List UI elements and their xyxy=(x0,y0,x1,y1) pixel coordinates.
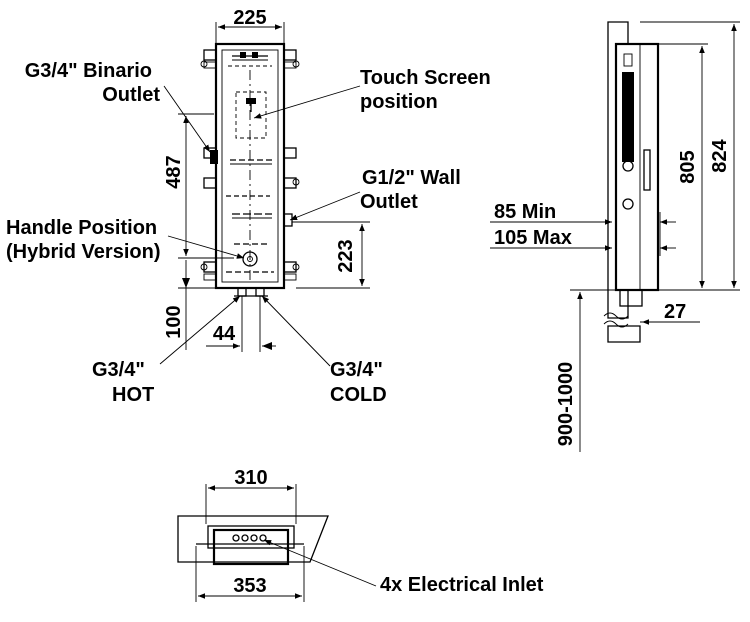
touch-screen-line2: position xyxy=(360,91,438,113)
depth-max-label: 105 Max xyxy=(494,227,572,249)
bottom-inlets xyxy=(234,287,268,297)
dim-width-label: 225 xyxy=(233,7,266,29)
touch-screen-area xyxy=(235,91,267,139)
wall-section-lower xyxy=(607,325,641,343)
dim-44: 44 xyxy=(206,296,276,352)
top-view: 310 353 4x Electrical Inlet xyxy=(177,467,544,602)
top-recess xyxy=(207,525,295,549)
dim-310-label: 310 xyxy=(234,467,267,489)
hot-inlet-line2: HOT xyxy=(112,384,154,406)
dim-27-label: 27 xyxy=(664,301,686,323)
dim-100: 100 xyxy=(163,260,216,350)
dim-223-label: 223 xyxy=(335,239,357,272)
dim-824-label: 824 xyxy=(709,138,731,172)
top-box xyxy=(212,528,290,566)
cold-inlet-line2: COLD xyxy=(330,384,387,406)
side-screen xyxy=(622,72,634,162)
dim-100-label: 100 xyxy=(163,305,185,338)
dim-44-label: 44 xyxy=(213,323,236,345)
callout-leaders xyxy=(159,85,361,367)
dim-225: 225 xyxy=(215,7,285,44)
top-wall-section xyxy=(177,515,329,563)
handle-position-line2: (Hybrid Version) xyxy=(6,241,160,263)
wall-outlet-line2: Outlet xyxy=(360,191,418,213)
internal-piping xyxy=(210,52,293,280)
mounting-brackets xyxy=(200,49,300,281)
wall-outlet-line1: G1/2" Wall xyxy=(362,167,461,189)
front-view: 225 487 100 223 xyxy=(6,7,491,406)
handle-position-icon xyxy=(242,251,258,267)
dim-805-label: 805 xyxy=(677,150,699,183)
electrical-inlet-label: 4x Electrical Inlet xyxy=(380,574,544,596)
front-panel-inner xyxy=(221,49,279,283)
side-view: 805 824 85 Min 105 Max 27 900-1000 xyxy=(490,21,740,452)
handle-position-line1: Handle Position xyxy=(6,217,157,239)
dim-487-label: 487 xyxy=(163,155,185,188)
front-panel-outline xyxy=(214,42,286,290)
cold-inlet-line1: G3/4" xyxy=(330,359,383,381)
dim-223: 223 xyxy=(292,221,370,289)
depth-min-label: 85 Min xyxy=(494,201,556,223)
electrical-inlets xyxy=(232,534,267,542)
touch-screen-line1: Touch Screen xyxy=(360,67,491,89)
binario-outlet-line1: G3/4" Binario xyxy=(25,60,152,82)
binario-outlet-line2: Outlet xyxy=(102,84,160,106)
dim-353-label: 353 xyxy=(233,575,266,597)
hot-inlet-line1: G3/4" xyxy=(92,359,145,381)
floor-height-label: 900-1000 xyxy=(555,362,577,447)
